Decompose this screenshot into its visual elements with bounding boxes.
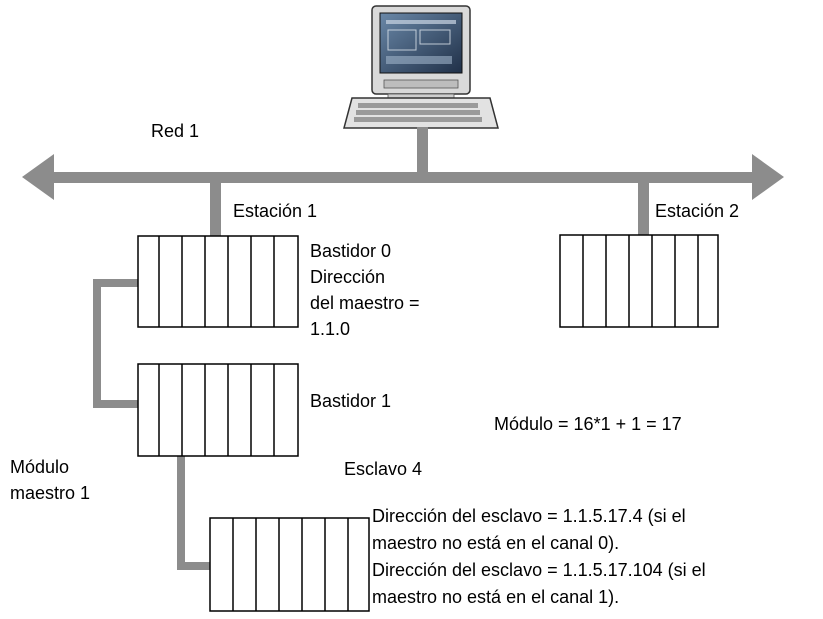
rack1-label: Bastidor 1 — [310, 391, 392, 411]
network-label: Red 1 — [151, 121, 200, 141]
rack0-label: Bastidor 0 — [310, 241, 392, 261]
slave-address-line-3: Dirección del esclavo = 1.1.5.17.104 (si… — [372, 560, 706, 580]
slave-address-line-4: maestro no está en el canal 1). — [372, 587, 620, 607]
rack-1 — [137, 363, 299, 457]
master-address-line-2: del maestro = — [310, 293, 420, 313]
master-slave-link — [177, 456, 210, 570]
station1-label: Estación 1 — [233, 201, 318, 221]
module-formula: Módulo = 16*1 + 1 = 17 — [494, 414, 682, 434]
computer-terminal-icon — [343, 5, 499, 129]
station2-rack — [559, 234, 719, 328]
slave-address-line-1: Dirección del esclavo = 1.1.5.17.4 (si e… — [372, 506, 686, 526]
master-module-label-line-1: Módulo — [10, 457, 70, 477]
master-address-line-3: 1.1.0 — [310, 319, 351, 339]
station1-bus-connector — [210, 182, 221, 236]
master-address-line-1: Dirección — [310, 267, 386, 287]
slave-rack — [209, 517, 370, 612]
network-bus-arrow — [22, 154, 784, 200]
station2-label: Estación 2 — [655, 201, 740, 221]
rack0-rack1-link — [93, 279, 138, 408]
computer-bus-connector — [417, 127, 428, 172]
slave-label: Esclavo 4 — [344, 459, 423, 479]
rack-0 — [137, 235, 299, 328]
slave-address-line-2: maestro no está en el canal 0). — [372, 533, 620, 553]
station2-bus-connector — [638, 182, 649, 235]
master-module-label-line-2: maestro 1 — [10, 483, 91, 503]
